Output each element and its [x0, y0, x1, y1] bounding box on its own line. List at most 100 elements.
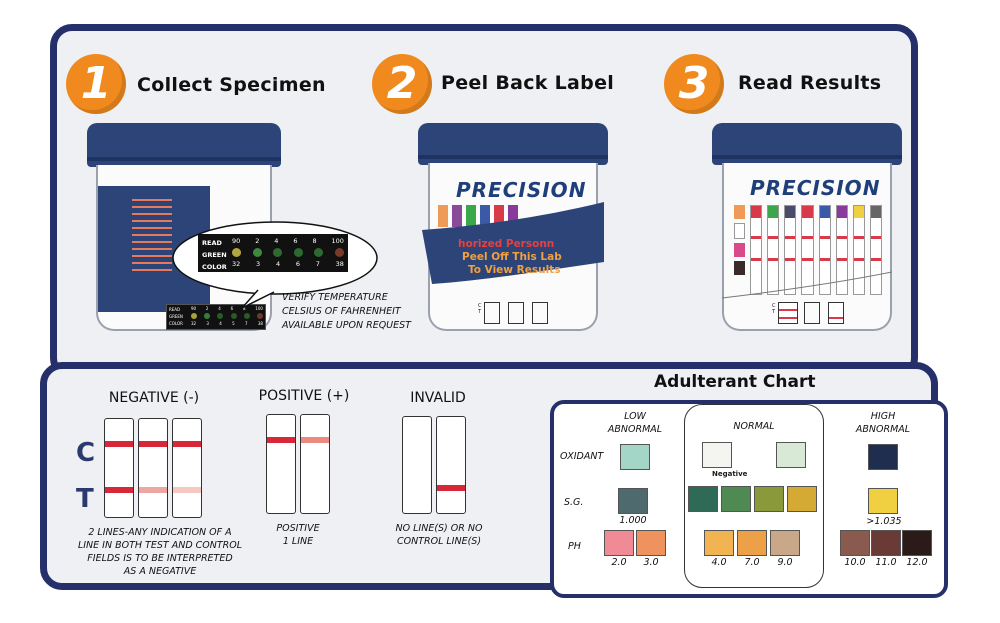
strip-swatch — [734, 261, 746, 275]
oxidant-high-swatch — [868, 444, 898, 470]
positive-caption-line: POSITIVE — [276, 523, 320, 534]
temp-strip-bottom-value: 6 — [295, 260, 300, 268]
row-label-sg: S.G. — [564, 497, 584, 508]
ph-high-value: 11.0 — [875, 557, 897, 568]
ph-normal-value: 4.0 — [711, 557, 727, 568]
negative-title: NEGATIVE (-) — [108, 390, 200, 406]
cup-1-label-stripes — [132, 194, 172, 276]
temp-strip-color-label: COLOR — [202, 263, 227, 271]
temp-strip-top-value: 8 — [312, 237, 317, 245]
negative-caption: 2 LINES-ANY INDICATION OF A LINE IN BOTH… — [70, 526, 250, 578]
cup-2-window — [508, 302, 524, 324]
cup-2-ct-labels: C T — [478, 303, 482, 315]
normal-header: NORMAL — [733, 421, 775, 432]
cup-2-brand: PRECISION — [456, 178, 587, 202]
control-line — [301, 437, 329, 443]
temp-strip-dot — [314, 248, 324, 257]
cup-1-label — [98, 186, 210, 312]
cup-3-strip — [835, 205, 848, 295]
ph-low-value: 3.0 — [643, 557, 659, 568]
cup-3-peeled-edge — [722, 271, 892, 299]
negative-caption-line: 2 LINES-ANY INDICATION OF A — [88, 527, 232, 538]
ph-normal-swatch — [737, 530, 767, 556]
peel-label-line: horized Personn — [458, 238, 555, 250]
ph-high-swatch — [902, 530, 932, 556]
step-1-number: 1 — [80, 58, 112, 109]
high-header-line: ABNORMAL — [855, 424, 911, 435]
temp-strip-green-label: GREEN — [202, 251, 227, 259]
small-strip-dot — [243, 313, 250, 319]
temp-strip-top-value: 90 — [232, 237, 241, 245]
peel-label — [422, 202, 604, 284]
cup-1-lid — [87, 123, 281, 167]
temp-strip-top-value: 4 — [274, 237, 279, 245]
temp-strip-dot — [273, 248, 283, 257]
small-strip-read-label: READ — [169, 307, 181, 312]
oxidant-normal-swatch — [776, 442, 806, 468]
strip-color-tab — [466, 205, 476, 227]
sg-high-value: >1.035 — [866, 516, 902, 527]
temperature-note-line: CELSIUS OF FAHRENHEIT — [282, 306, 401, 317]
strip-swatch — [734, 223, 746, 239]
cup-2-window — [484, 302, 500, 324]
row-label-oxidant: OXIDANT — [560, 451, 604, 462]
positive-title: POSITIVE (+) — [258, 388, 350, 404]
test-line — [105, 487, 133, 493]
step-3-title: Read Results — [738, 72, 882, 94]
oxidant-normal-swatch — [702, 442, 732, 468]
large-temp-strip: READ GREEN COLOR 90 2 4 6 8 100 32 3 4 6… — [198, 234, 348, 272]
negative-strip — [172, 418, 202, 518]
positive-caption-line: 1 LINE — [282, 536, 314, 547]
small-strip-color-label: COLOR — [169, 321, 183, 326]
invalid-title: INVALID — [410, 390, 466, 406]
small-strip-bottom-value: 32 — [191, 321, 197, 326]
negative-caption-line: FIELDS IS TO BE INTERPRETED — [87, 553, 233, 564]
temp-strip-top-value: 2 — [255, 237, 260, 245]
temp-strip-dot — [293, 248, 303, 257]
temp-strip-bottom-value: 38 — [335, 260, 344, 268]
small-strip-bottom-value: 5 — [232, 321, 235, 326]
low-header-line: LOW — [624, 411, 646, 422]
step-2-title: Peel Back Label — [441, 72, 615, 94]
high-abnormal-header: HIGH ABNORMAL — [848, 410, 918, 436]
step-2-number: 2 — [386, 58, 418, 109]
step-2-badge: 2 — [372, 54, 432, 114]
cup-3-temp-column — [734, 205, 746, 295]
small-strip-bottom-value: 4 — [219, 321, 222, 326]
ph-low-value: 2.0 — [611, 557, 627, 568]
ph-normal-value: 9.0 — [777, 557, 793, 568]
control-line — [105, 441, 133, 447]
invalid-strip — [402, 416, 432, 514]
row-label-ph: PH — [568, 541, 581, 552]
sg-low-value: 1.000 — [619, 515, 647, 526]
invalid-caption: NO LINE(S) OR NO CONTROL LINE(S) — [384, 522, 494, 548]
negative-label: Negative — [712, 470, 748, 478]
small-strip-bottom-value: 7 — [244, 321, 248, 326]
ph-high-swatch — [871, 530, 901, 556]
peel-label-line: To View Results — [468, 264, 561, 276]
temp-strip-bottom-value: 3 — [256, 260, 261, 268]
small-strip-dot — [256, 313, 263, 319]
sg-normal-swatch — [688, 486, 718, 512]
c-label: C — [76, 438, 96, 468]
small-temp-strip: READ GREEN COLOR 90 2 4 6 8 100 32 3 4 5… — [166, 304, 266, 330]
t-label: T — [76, 484, 94, 514]
cup-3-strip — [767, 205, 780, 295]
temperature-note-line: VERIFY TEMPERATURE — [282, 292, 388, 303]
small-strip-dot — [191, 313, 197, 319]
cup-3-c-label: C — [772, 303, 776, 309]
strip-color-tab — [452, 205, 462, 227]
small-strip-dot — [217, 313, 224, 319]
small-strip-top-value: 100 — [255, 306, 263, 311]
temperature-note: VERIFY TEMPERATURE CELSIUS OF FAHRENHEIT… — [282, 291, 411, 333]
cup-3-window — [778, 302, 798, 324]
ph-high-swatch — [840, 530, 870, 556]
positive-caption: POSITIVE 1 LINE — [262, 522, 334, 548]
temp-strip-bottom-value: 32 — [232, 260, 241, 268]
cup-2-c-label: C — [478, 303, 482, 309]
ph-low-swatch — [636, 530, 666, 556]
small-strip-top-value: 2 — [205, 306, 209, 311]
strip-color-tab — [438, 205, 448, 227]
temp-strip-bottom-value: 4 — [275, 260, 281, 268]
control-line — [267, 437, 295, 443]
